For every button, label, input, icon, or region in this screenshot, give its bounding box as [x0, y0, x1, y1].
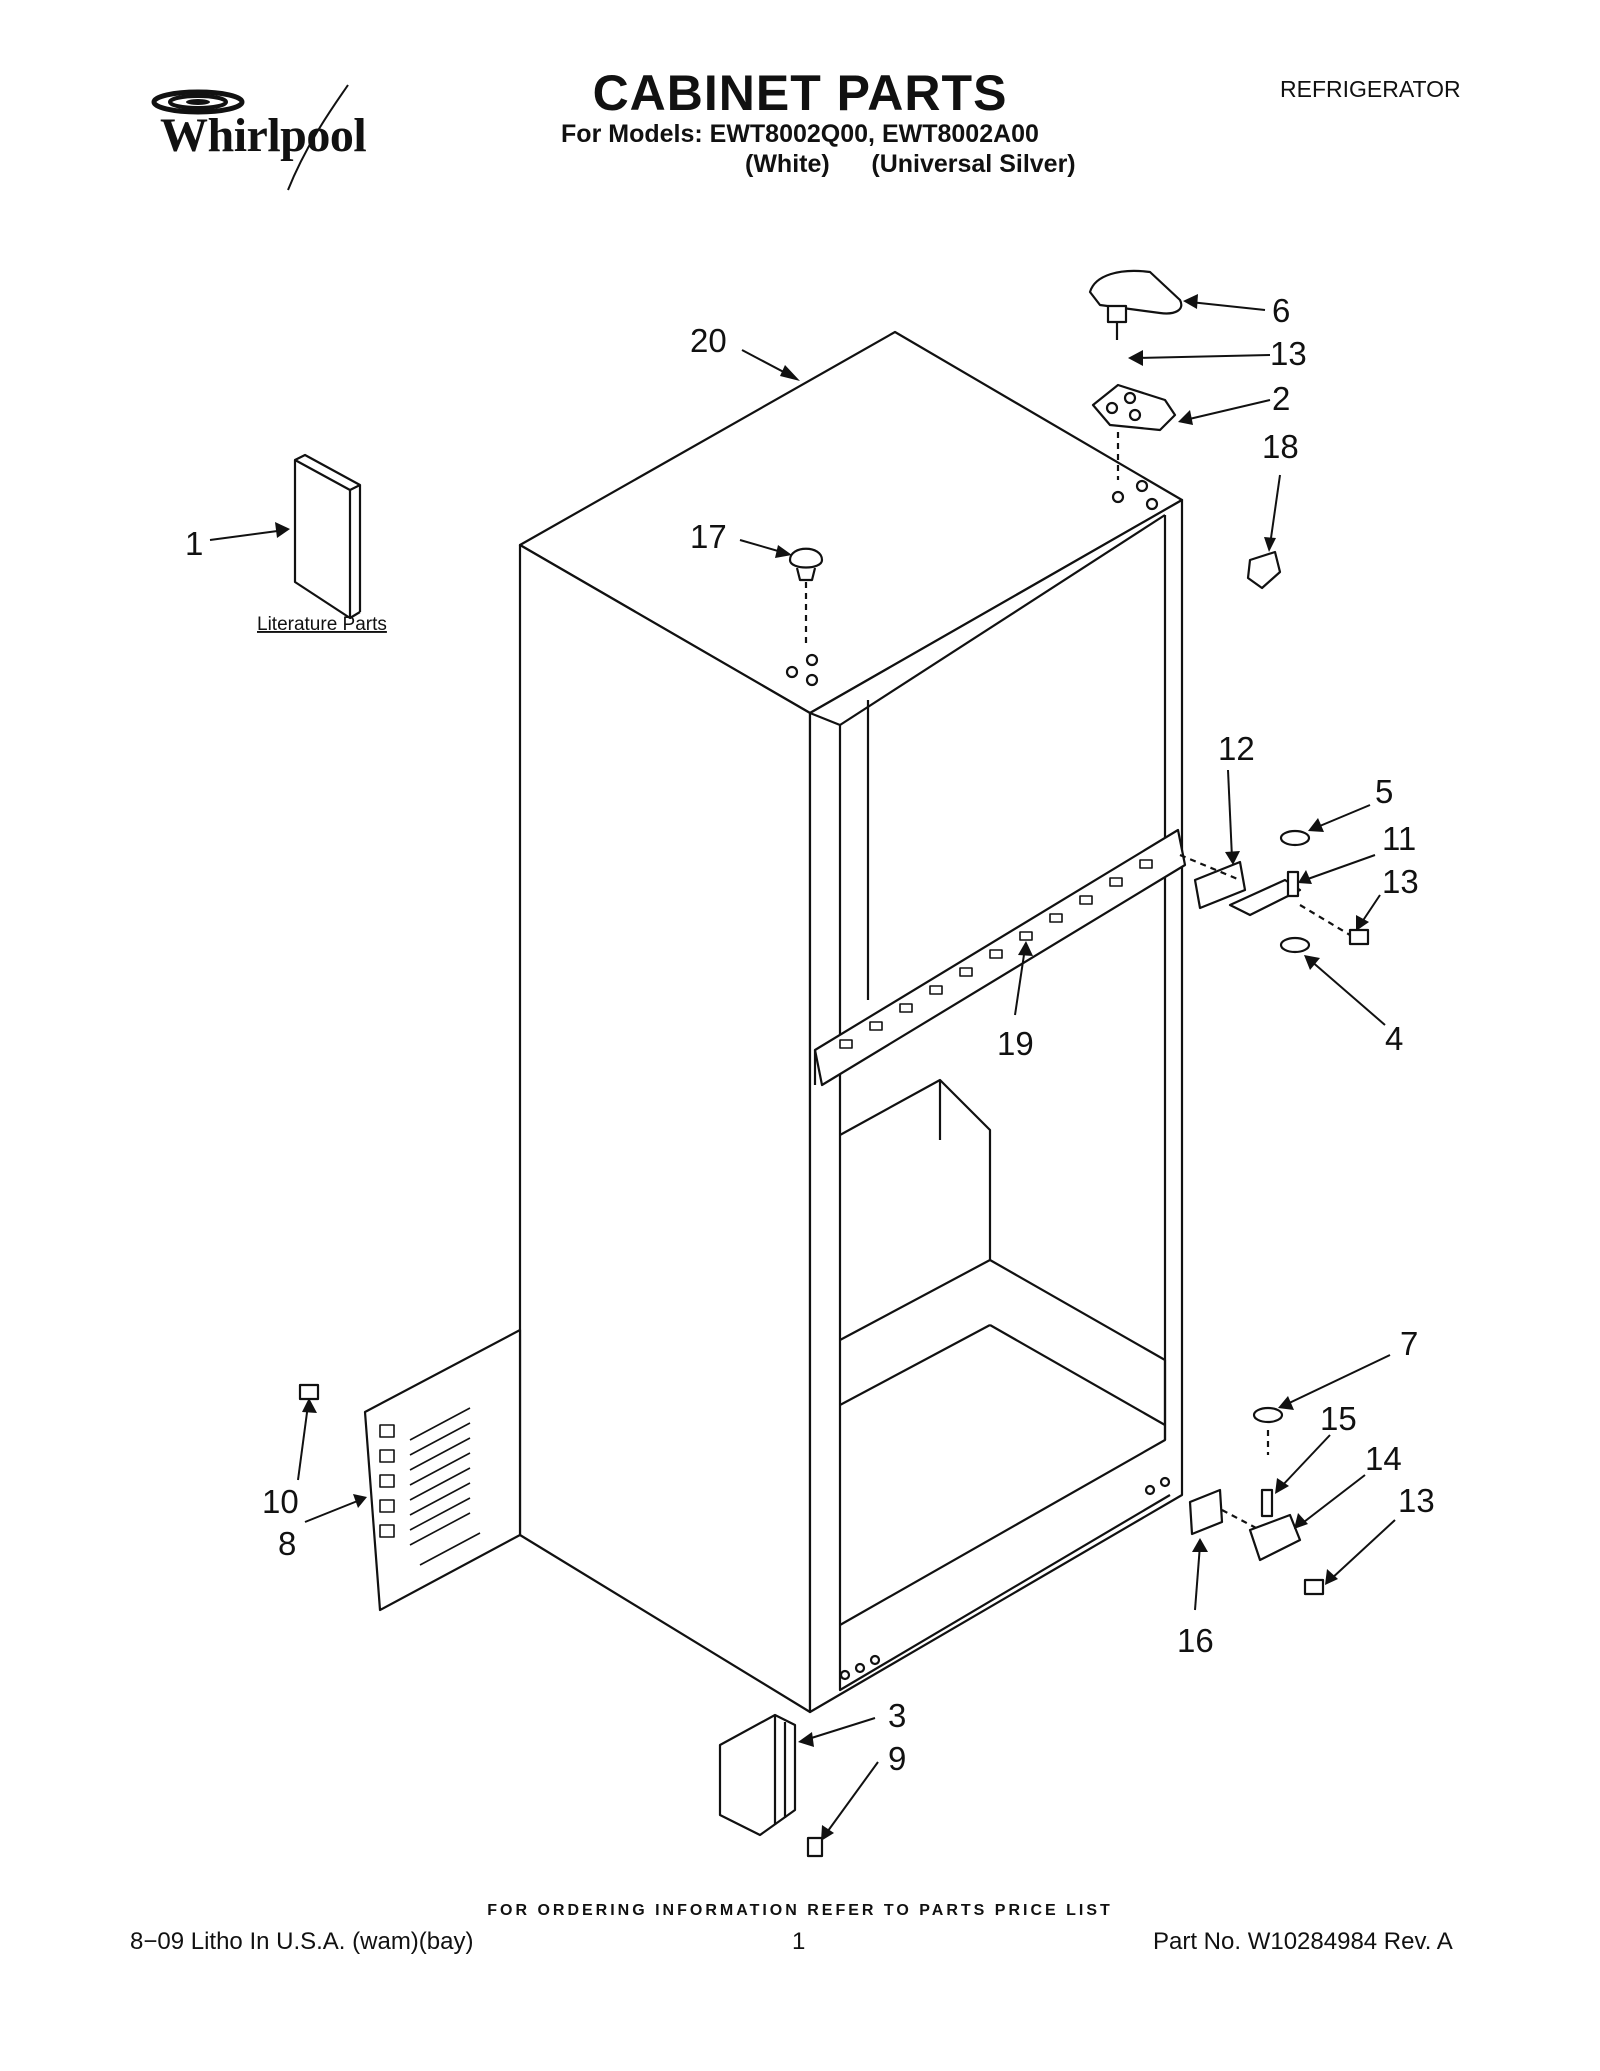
callout-16: 16	[1177, 1622, 1214, 1659]
callout-9: 9	[888, 1740, 906, 1777]
part-7-washer	[1252, 1406, 1284, 1424]
page-title: CABINET PARTS	[592, 65, 1008, 121]
brand-wordmark: Whirlpool	[160, 109, 367, 162]
part-18-hinge-part	[1246, 550, 1282, 590]
callout-13-top: 13	[1270, 335, 1307, 372]
callout-13-bottom: 13	[1398, 1482, 1435, 1519]
part-4-washer	[1279, 936, 1311, 954]
part-6-hinge-cover	[1088, 269, 1183, 315]
callout-18: 18	[1262, 428, 1299, 465]
part-13-screw-center	[1348, 928, 1370, 946]
callout-7: 7	[1400, 1325, 1418, 1362]
callout-15: 15	[1320, 1400, 1357, 1437]
part-14-bottom-hinge	[1248, 1513, 1302, 1562]
part-16-bracket	[1188, 1488, 1224, 1536]
callout-19: 19	[997, 1025, 1034, 1062]
whirlpool-logo	[138, 80, 378, 200]
callout-13-center: 13	[1382, 863, 1419, 900]
part-2-top-hinge	[1091, 383, 1177, 432]
callout-3: 3	[888, 1697, 906, 1734]
part-13-screw-bottom	[1303, 1578, 1325, 1596]
callout-10: 10	[262, 1483, 299, 1520]
part-number: Part No. W10284984 Rev. A	[1153, 1928, 1453, 1955]
models-colors: (White) (Universal Silver)	[745, 150, 1076, 178]
part-13-screw-top	[1106, 304, 1128, 340]
part-1-literature	[293, 458, 352, 620]
part-5-washer	[1279, 829, 1311, 847]
part-10-screw	[298, 1383, 320, 1401]
litho-info: 8−09 Litho In U.S.A. (wam)(bay)	[130, 1928, 474, 1955]
appliance-type: REFRIGERATOR	[1280, 76, 1461, 102]
callout-4: 4	[1385, 1020, 1403, 1057]
callout-1: 1	[185, 525, 203, 562]
callout-12: 12	[1218, 730, 1255, 767]
part-11-center-hinge	[1228, 878, 1302, 917]
callout-20: 20	[690, 322, 727, 359]
callout-14: 14	[1365, 1440, 1402, 1477]
part-12-hinge-bracket	[1193, 860, 1247, 910]
cabinet-side	[518, 543, 812, 1714]
callout-11: 11	[1382, 820, 1416, 857]
literature-parts-label: Literature Parts	[257, 614, 387, 635]
page-number: 1	[792, 1928, 806, 1955]
whirlpool-swirl-icon	[151, 84, 349, 191]
callout-8: 8	[278, 1525, 296, 1562]
part-8-rear-panel	[363, 1328, 522, 1612]
ordering-note: FOR ORDERING INFORMATION REFER TO PARTS …	[487, 1902, 1113, 1919]
models-line: For Models: EWT8002Q00, EWT8002A00	[561, 120, 1039, 148]
callout-2: 2	[1272, 380, 1290, 417]
part-3-support	[718, 1713, 797, 1837]
part-15-pin	[1260, 1488, 1274, 1518]
callout-17: 17	[690, 518, 727, 555]
callout-6: 6	[1272, 292, 1290, 329]
callout-5: 5	[1375, 773, 1393, 810]
cabinet-front	[808, 498, 1184, 1714]
part-9-screw	[806, 1836, 824, 1858]
part-17-plug	[788, 547, 824, 569]
